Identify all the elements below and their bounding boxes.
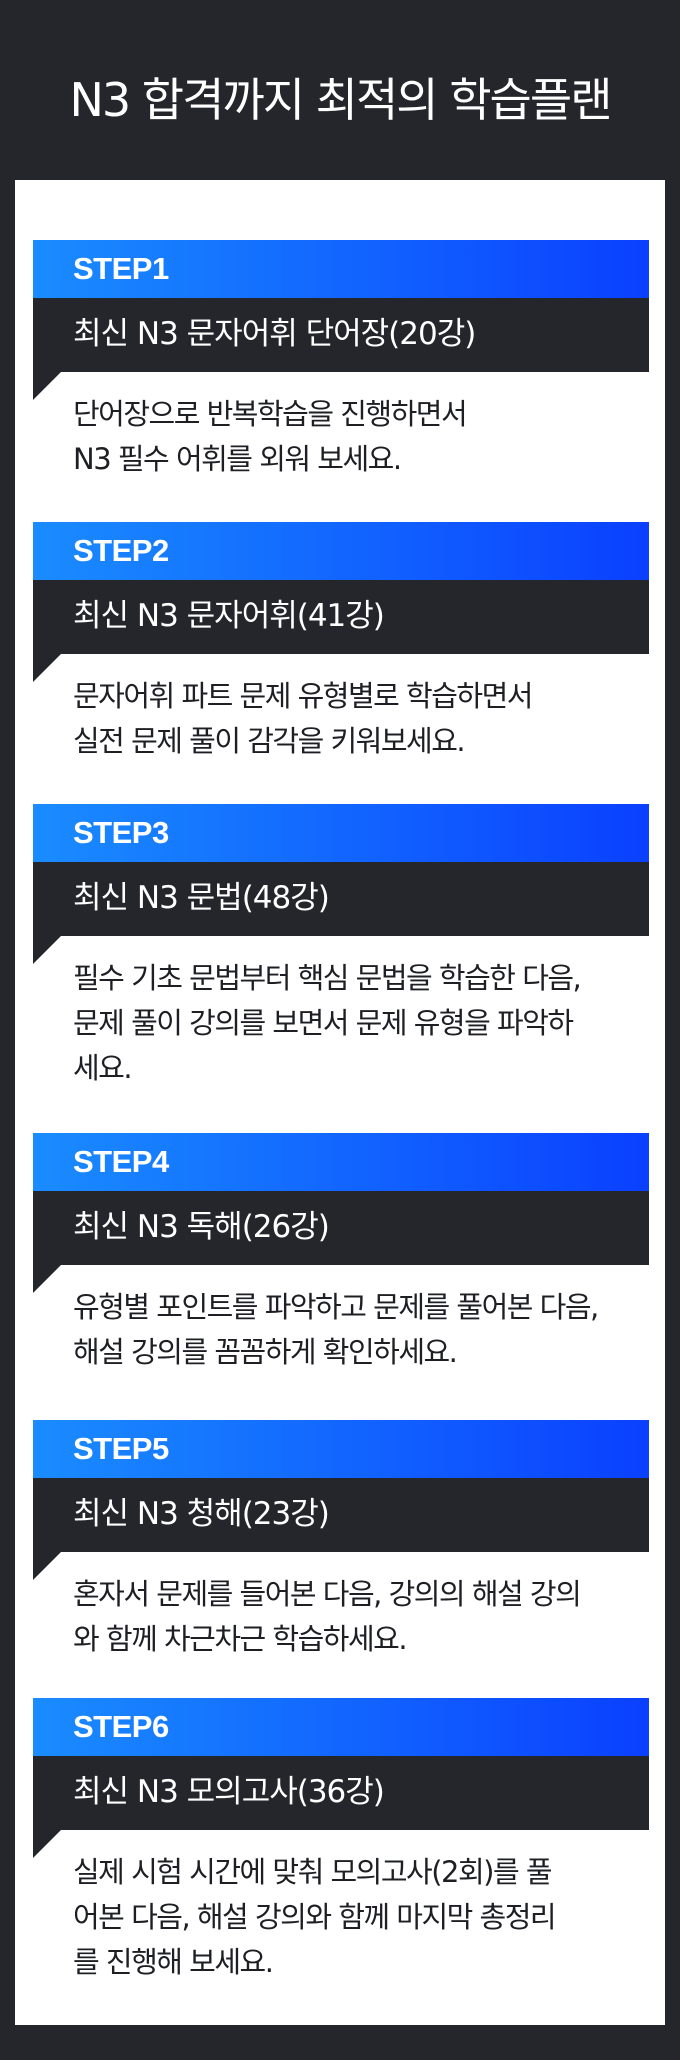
step-6: STEP6 최신 N3 모의고사(36강) 실제 시험 시간에 맞춰 모의고사(… xyxy=(33,1698,649,1985)
course-title: 최신 N3 청해(23강) xyxy=(33,1478,649,1552)
course-title: 최신 N3 모의고사(36강) xyxy=(33,1756,649,1830)
description-line: N3 필수 어휘를 외워 보세요. xyxy=(73,442,402,476)
step-label: STEP5 xyxy=(33,1420,649,1478)
course-title: 최신 N3 문자어휘(41강) xyxy=(33,580,649,654)
step-label: STEP3 xyxy=(33,804,649,862)
description-line: 문제 풀이 강의를 보면서 문제 유형을 파악하 xyxy=(73,1006,574,1040)
step-2: STEP2 최신 N3 문자어휘(41강) 문자어휘 파트 문제 유형별로 학습… xyxy=(33,522,649,764)
fold-corner xyxy=(33,1552,61,1580)
description-line: 세요. xyxy=(73,1051,133,1085)
course-title: 최신 N3 문법(48강) xyxy=(33,862,649,936)
step-label: STEP2 xyxy=(33,522,649,580)
step-description: 단어장으로 반복학습을 진행하면서 N3 필수 어휘를 외워 보세요. xyxy=(33,372,649,482)
description-line: 단어장으로 반복학습을 진행하면서 xyxy=(73,397,468,431)
description-line: 실전 문제 풀이 감각을 키워보세요. xyxy=(73,724,466,758)
description-line: 를 진행해 보세요. xyxy=(73,1945,274,1979)
step-label: STEP6 xyxy=(33,1698,649,1756)
step-description: 혼자서 문제를 들어본 다음, 강의의 해설 강의 와 함께 차근차근 학습하세… xyxy=(33,1552,649,1662)
study-plan-card: STEP1 최신 N3 문자어휘 단어장(20강) 단어장으로 반복학습을 진행… xyxy=(15,180,665,2025)
description-line: 실제 시험 시간에 맞춰 모의고사(2회)를 풀 xyxy=(73,1855,553,1889)
step-3: STEP3 최신 N3 문법(48강) 필수 기초 문법부터 핵심 문법을 학습… xyxy=(33,804,649,1091)
course-title: 최신 N3 독해(26강) xyxy=(33,1191,649,1265)
step-description: 유형별 포인트를 파악하고 문제를 풀어본 다음, 해설 강의를 꼼꼼하게 확인… xyxy=(33,1265,649,1375)
step-4: STEP4 최신 N3 독해(26강) 유형별 포인트를 파악하고 문제를 풀어… xyxy=(33,1133,649,1375)
step-5: STEP5 최신 N3 청해(23강) 혼자서 문제를 들어본 다음, 강의의 … xyxy=(33,1420,649,1662)
fold-corner xyxy=(33,1830,61,1858)
step-description: 문자어휘 파트 문제 유형별로 학습하면서 실전 문제 풀이 감각을 키워보세요… xyxy=(33,654,649,764)
fold-corner xyxy=(33,936,61,964)
step-label: STEP1 xyxy=(33,240,649,298)
fold-corner xyxy=(33,654,61,682)
description-line: 어본 다음, 해설 강의와 함께 마지막 총정리 xyxy=(73,1900,557,1934)
step-label: STEP4 xyxy=(33,1133,649,1191)
fold-corner xyxy=(33,1265,61,1293)
step-description: 필수 기초 문법부터 핵심 문법을 학습한 다음, 문제 풀이 강의를 보면서 … xyxy=(33,936,649,1091)
description-line: 필수 기초 문법부터 핵심 문법을 학습한 다음, xyxy=(73,961,582,995)
fold-corner xyxy=(33,372,61,400)
description-line: 문자어휘 파트 문제 유형별로 학습하면서 xyxy=(73,679,533,713)
description-line: 와 함께 차근차근 학습하세요. xyxy=(73,1622,408,1656)
description-line: 해설 강의를 꼼꼼하게 확인하세요. xyxy=(73,1335,458,1369)
description-line: 유형별 포인트를 파악하고 문제를 풀어본 다음, xyxy=(73,1290,599,1324)
page-title: N3 합격까지 최적의 학습플랜 xyxy=(69,73,612,127)
course-title: 최신 N3 문자어휘 단어장(20강) xyxy=(33,298,649,372)
step-description: 실제 시험 시간에 맞춰 모의고사(2회)를 풀 어본 다음, 해설 강의와 함… xyxy=(33,1830,649,1985)
step-1: STEP1 최신 N3 문자어휘 단어장(20강) 단어장으로 반복학습을 진행… xyxy=(33,240,649,482)
description-line: 혼자서 문제를 들어본 다음, 강의의 해설 강의 xyxy=(73,1577,582,1611)
